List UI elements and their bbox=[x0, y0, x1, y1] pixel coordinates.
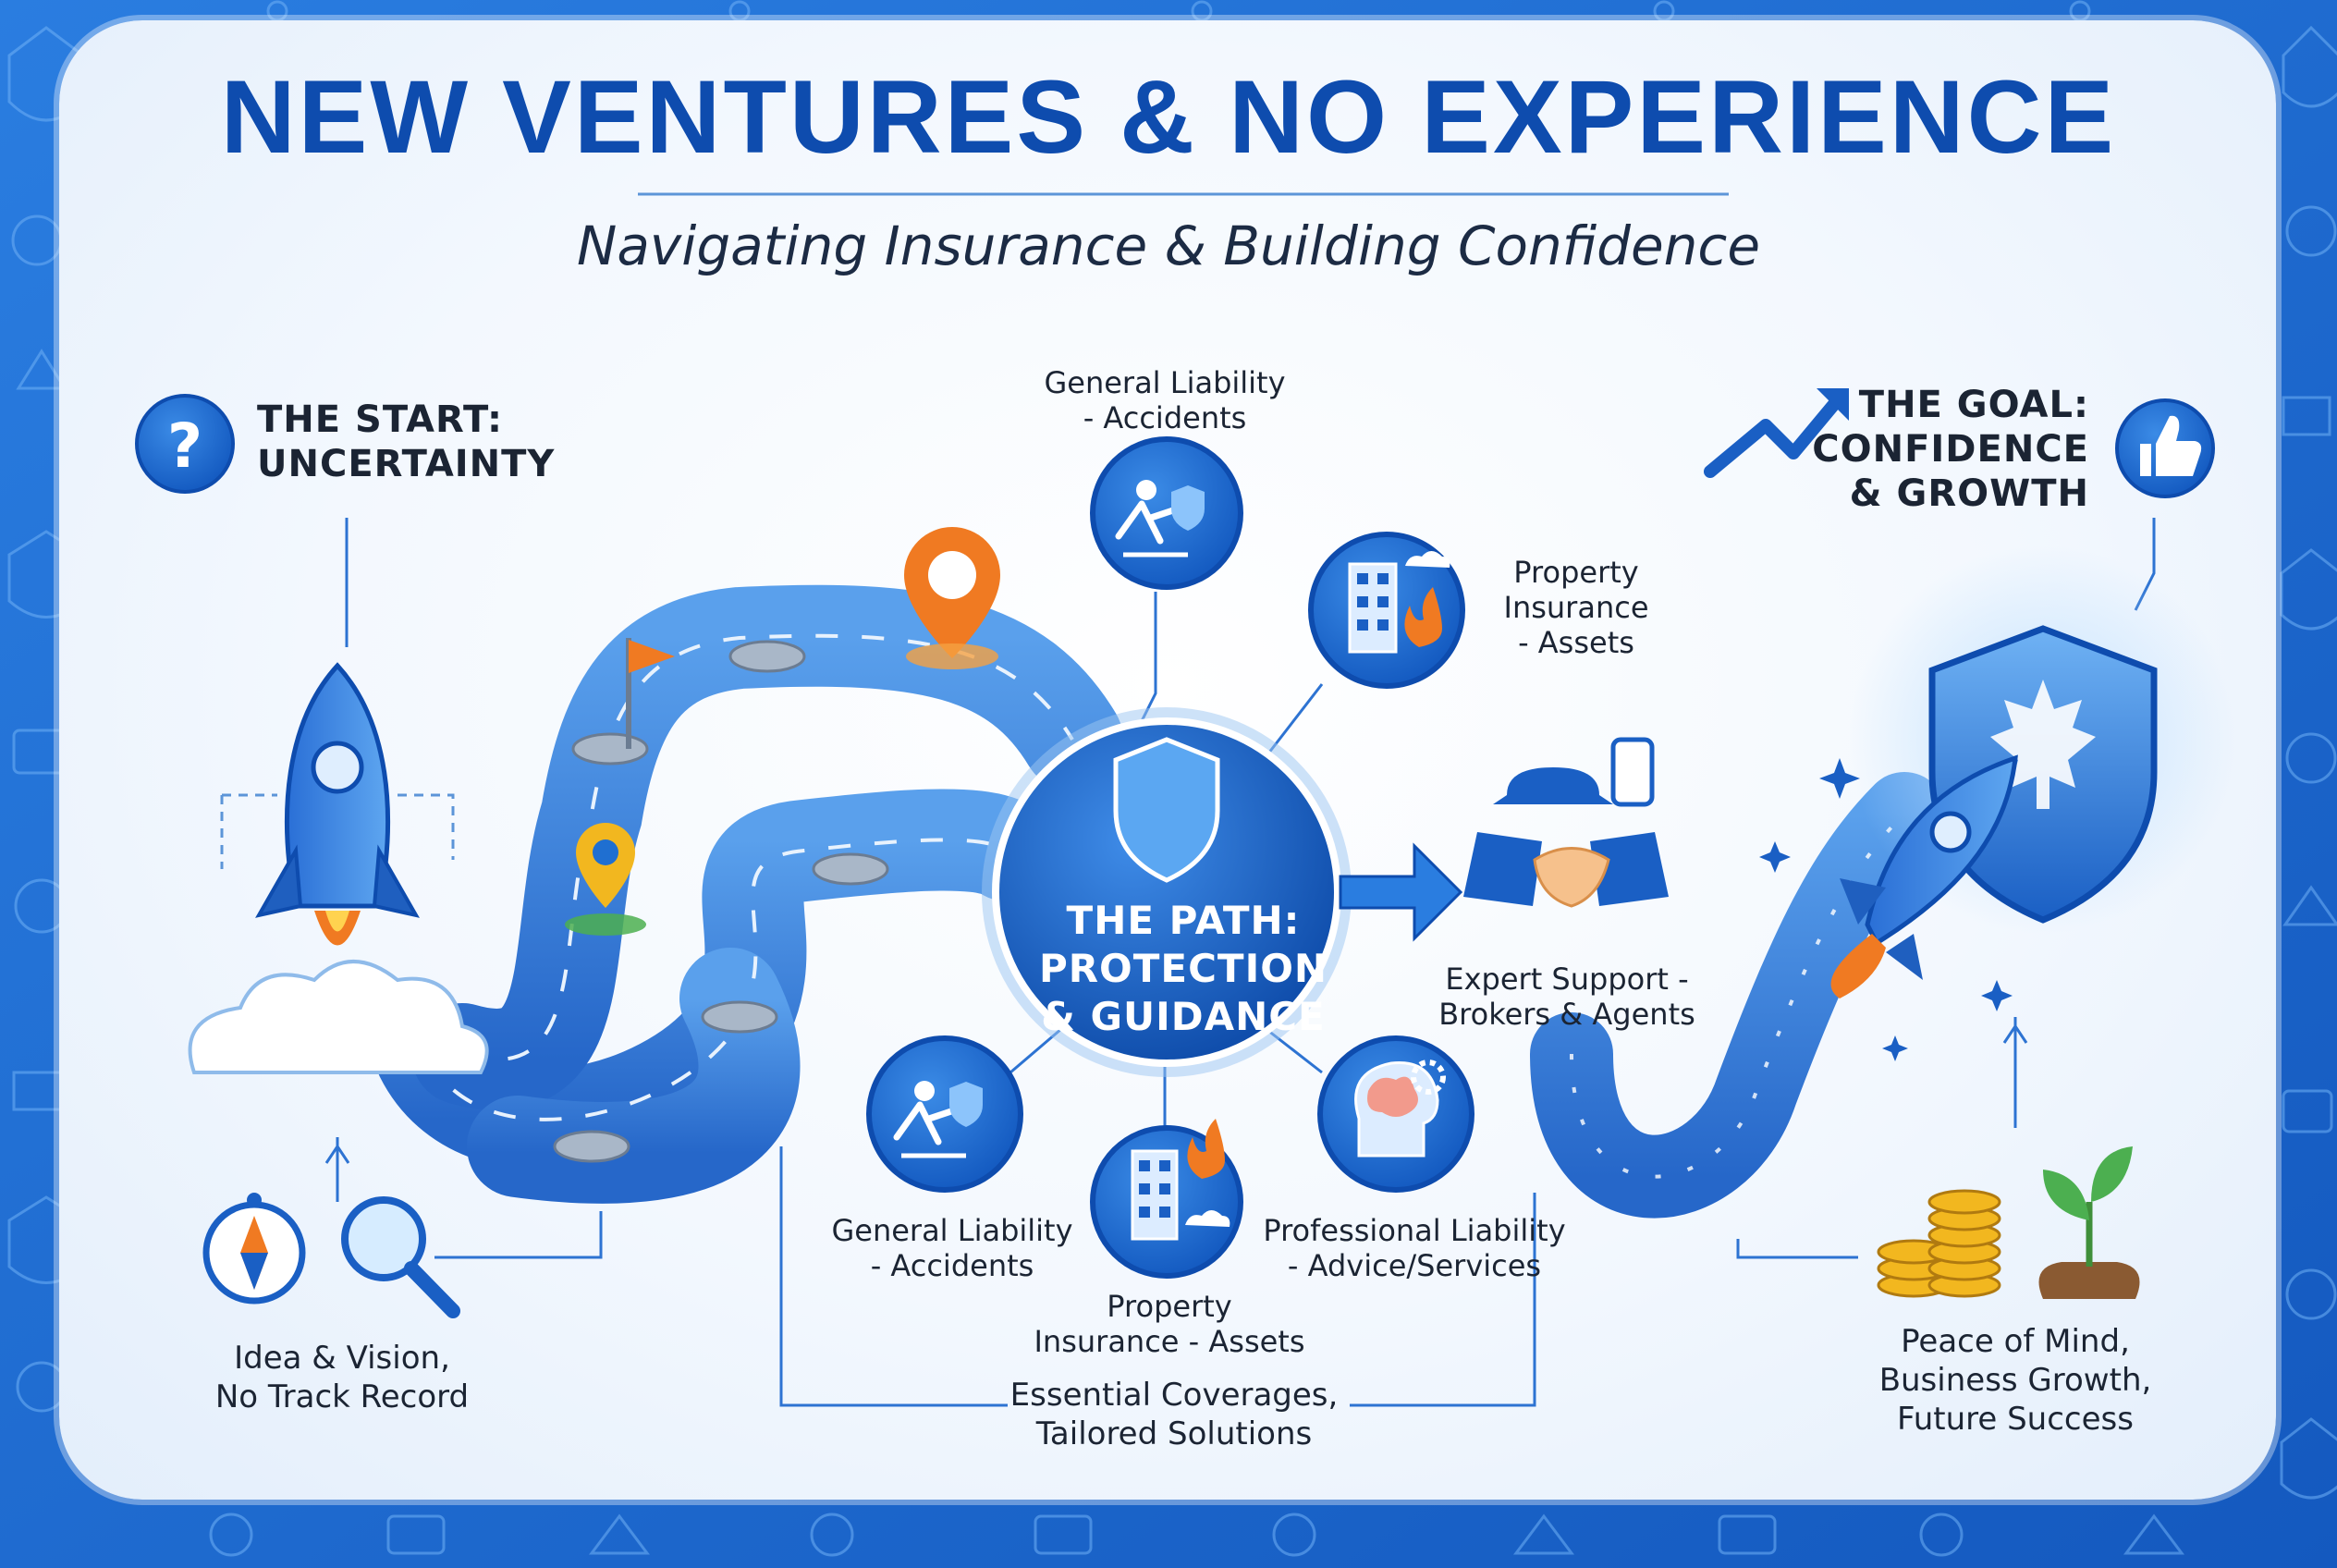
start-caption-line1: Idea & Vision, bbox=[234, 1340, 450, 1377]
svg-text:?: ? bbox=[167, 410, 202, 482]
trend-arrow-icon bbox=[1704, 388, 1849, 478]
start-heading-line1: THE START: bbox=[257, 398, 504, 441]
node-property-top bbox=[1308, 532, 1465, 689]
goal-rocket-icon bbox=[1759, 754, 2018, 1061]
page-title: NEW VENTURES & NO EXPERIENCE bbox=[220, 59, 2117, 175]
sprout-icon bbox=[2038, 1146, 2140, 1299]
path-hub-title: THE PATH: PROTECTION & GUIDANCE bbox=[989, 897, 1377, 1041]
node-property-top-label: Property Insurance - Assets bbox=[1461, 555, 1692, 660]
node-general-liability-top bbox=[1090, 436, 1243, 590]
start-heading-line2: UNCERTAINTY bbox=[257, 443, 556, 485]
label-line: Brokers & Agents bbox=[1438, 997, 1695, 1032]
goal-caption-line: Business Growth, bbox=[1878, 1362, 2152, 1399]
start-caption-line2: No Track Record bbox=[214, 1378, 470, 1415]
thumbs-up-icon bbox=[2115, 398, 2215, 498]
rocket-icon bbox=[220, 662, 455, 946]
node-general-liability-bottom bbox=[866, 1035, 1023, 1193]
node-general-liability-bottom-label: General Liability - Accidents bbox=[804, 1213, 1100, 1283]
cloud-icon bbox=[188, 960, 489, 1074]
start-heading: THE START: UNCERTAINTY bbox=[257, 398, 555, 486]
handshake-icon bbox=[1463, 737, 1669, 908]
label-line: Expert Support - bbox=[1445, 962, 1689, 997]
node-property-bottom-label: Property Insurance - Assets bbox=[1017, 1289, 1322, 1359]
page-subtitle: Navigating Insurance & Building Confiden… bbox=[576, 214, 1761, 277]
label-line: - Advice/Services bbox=[1287, 1248, 1542, 1283]
compass-icon bbox=[202, 1193, 306, 1305]
label-line: Insurance - Assets bbox=[1034, 1324, 1305, 1359]
start-caption: Idea & Vision, No Track Record bbox=[176, 1339, 508, 1416]
node-professional-liability bbox=[1317, 1035, 1474, 1193]
arrow-right-icon bbox=[1339, 842, 1463, 942]
label-line: General Liability bbox=[1044, 365, 1286, 400]
label-line: Property bbox=[1513, 555, 1639, 590]
location-pin-yellow-icon bbox=[565, 823, 646, 936]
coins-icon bbox=[1877, 1189, 2001, 1298]
label-line: Professional Liability bbox=[1263, 1213, 1566, 1248]
label-line: - Accidents bbox=[870, 1248, 1034, 1283]
label-line: - Assets bbox=[1518, 625, 1634, 660]
hub-title-line: & GUIDANCE bbox=[1041, 994, 1326, 1039]
label-line: Insurance bbox=[1503, 590, 1649, 625]
flag-icon bbox=[626, 638, 675, 749]
path-summary: Essential Coverages, Tailored Solutions bbox=[980, 1376, 1368, 1453]
goal-caption: Peace of Mind, Business Growth, Future S… bbox=[1840, 1322, 2191, 1439]
goal-caption-line: Future Success bbox=[1897, 1401, 2134, 1438]
hub-title-line: THE PATH: bbox=[1066, 898, 1301, 943]
goal-heading-line: THE GOAL: bbox=[1858, 384, 2089, 426]
hub-title-line: PROTECTION bbox=[1038, 946, 1328, 991]
node-property-bottom bbox=[1090, 1119, 1243, 1279]
goal-heading: THE GOAL: CONFIDENCE & GROWTH bbox=[1803, 383, 2089, 516]
label-line: Property bbox=[1107, 1289, 1232, 1324]
goal-heading-line: & GROWTH bbox=[1849, 472, 2089, 515]
goal-caption-line: Peace of Mind, bbox=[1901, 1323, 2130, 1360]
label-line: General Liability bbox=[831, 1213, 1073, 1248]
label-line: - Accidents bbox=[1083, 400, 1247, 435]
goal-heading-line: CONFIDENCE bbox=[1812, 428, 2089, 471]
question-icon: ? bbox=[135, 394, 235, 494]
node-professional-liability-label: Professional Liability - Advice/Services bbox=[1248, 1213, 1581, 1283]
summary-line: Essential Coverages, bbox=[1009, 1377, 1339, 1414]
node-general-liability-top-label: General Liability - Accidents bbox=[1008, 365, 1322, 435]
summary-line: Tailored Solutions bbox=[1035, 1415, 1313, 1452]
location-pin-orange-icon bbox=[904, 527, 1000, 669]
magnifier-icon bbox=[341, 1196, 460, 1318]
path-hub bbox=[982, 707, 1352, 1077]
support-label: Expert Support - Brokers & Agents bbox=[1414, 962, 1719, 1032]
